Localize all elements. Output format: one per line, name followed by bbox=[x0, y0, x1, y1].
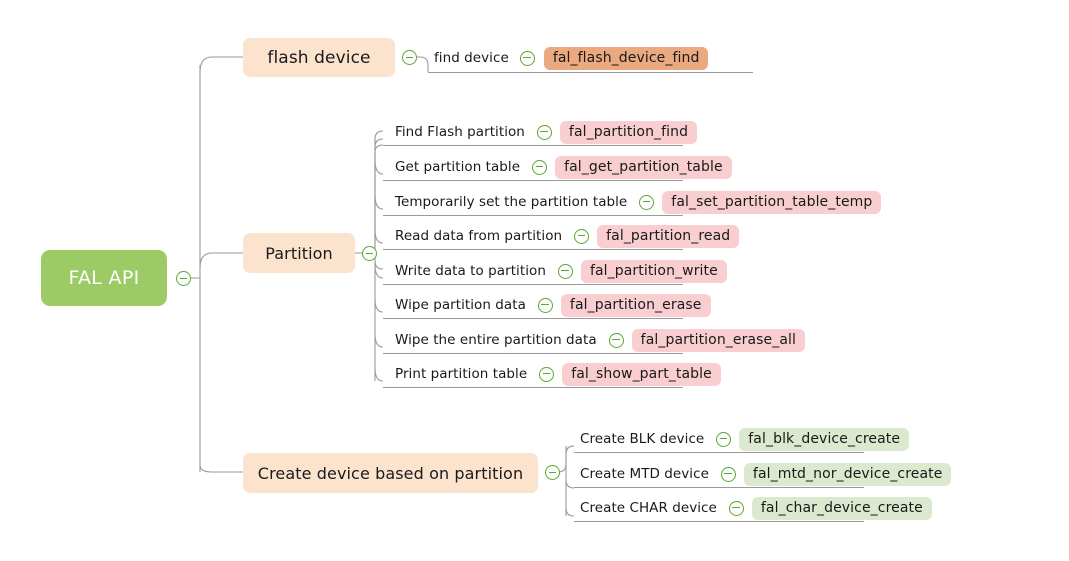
leaf-row-find-flash-partition[interactable]: Find Flash partition fal_partition_find bbox=[395, 118, 698, 146]
leaf-collapse-toggle-icon[interactable] bbox=[537, 297, 553, 313]
leaf-label: Get partition table bbox=[395, 159, 521, 175]
leaf-underline bbox=[574, 487, 864, 488]
api-tag[interactable]: fal_blk_device_create bbox=[739, 427, 910, 451]
branch-node-label: Create device based on partition bbox=[257, 463, 524, 483]
leaf-collapse-toggle-icon[interactable] bbox=[536, 124, 552, 140]
leaf-underline bbox=[383, 180, 683, 181]
leaf-label: Wipe the entire partition data bbox=[395, 332, 597, 348]
leaf-collapse-toggle-icon[interactable] bbox=[716, 431, 732, 447]
api-tag[interactable]: fal_partition_read bbox=[597, 224, 740, 248]
leaf-label: Create CHAR device bbox=[580, 500, 717, 516]
branch-node-label: flash device bbox=[267, 47, 371, 68]
api-tag[interactable]: fal_get_partition_table bbox=[555, 155, 732, 179]
leaf-collapse-toggle-icon[interactable] bbox=[639, 194, 655, 210]
branch-flash-device-collapse-toggle-icon[interactable] bbox=[402, 50, 417, 65]
leaf-label: Write data to partition bbox=[395, 263, 546, 279]
leaf-label: Create MTD device bbox=[580, 466, 709, 482]
leaf-row-wipe-the-entire-partition-data[interactable]: Wipe the entire partition data fal_parti… bbox=[395, 326, 806, 354]
leaf-underline bbox=[383, 215, 683, 216]
api-tag[interactable]: fal_flash_device_find bbox=[543, 46, 709, 70]
leaf-underline bbox=[383, 318, 683, 319]
leaf-collapse-toggle-icon[interactable] bbox=[720, 466, 736, 482]
leaf-collapse-toggle-icon[interactable] bbox=[532, 159, 548, 175]
branch-node-create-device-based-on-partition[interactable]: Create device based on partition bbox=[243, 453, 538, 493]
leaf-underline bbox=[383, 145, 683, 146]
leaf-row-wipe-partition-data[interactable]: Wipe partition data fal_partition_erase bbox=[395, 291, 711, 319]
branch-node-partition[interactable]: Partition bbox=[243, 233, 355, 273]
leaf-collapse-toggle-icon[interactable] bbox=[608, 332, 624, 348]
branch-create-device-collapse-toggle-icon[interactable] bbox=[545, 465, 560, 480]
leaf-underline bbox=[383, 353, 683, 354]
api-tag[interactable]: fal_partition_erase bbox=[560, 293, 711, 317]
leaf-row-create-char-device[interactable]: Create CHAR device fal_char_device_creat… bbox=[580, 494, 932, 522]
leaf-label: Create BLK device bbox=[580, 431, 705, 447]
leaf-underline bbox=[383, 284, 683, 285]
leaf-underline bbox=[574, 452, 864, 453]
leaf-underline bbox=[383, 249, 683, 250]
leaf-collapse-toggle-icon[interactable] bbox=[557, 263, 573, 279]
leaf-label: Wipe partition data bbox=[395, 297, 526, 313]
leaf-underline bbox=[428, 72, 753, 73]
leaf-row-temporarily-set-the-partition-table[interactable]: Temporarily set the partition table fal_… bbox=[395, 188, 882, 216]
leaf-underline bbox=[383, 387, 683, 388]
leaf-collapse-toggle-icon[interactable] bbox=[728, 500, 744, 516]
branch-node-label: Partition bbox=[265, 243, 333, 263]
leaf-label: find device bbox=[434, 50, 509, 66]
root-collapse-toggle-icon[interactable] bbox=[176, 271, 191, 286]
api-tag[interactable]: fal_mtd_nor_device_create bbox=[743, 462, 952, 486]
leaf-collapse-toggle-icon[interactable] bbox=[574, 228, 590, 244]
leaf-row-create-mtd-device[interactable]: Create MTD device fal_mtd_nor_device_cre… bbox=[580, 460, 952, 488]
leaf-collapse-toggle-icon[interactable] bbox=[539, 366, 555, 382]
leaf-label: Find Flash partition bbox=[395, 124, 525, 140]
api-tag[interactable]: fal_partition_erase_all bbox=[631, 328, 806, 352]
leaf-row-read-data-from-partition[interactable]: Read data from partition fal_partition_r… bbox=[395, 222, 740, 250]
leaf-row-write-data-to-partition[interactable]: Write data to partition fal_partition_wr… bbox=[395, 257, 727, 285]
root-node-label: FAL API bbox=[68, 267, 140, 289]
branch-node-flash-device[interactable]: flash device bbox=[243, 38, 395, 77]
leaf-label: Temporarily set the partition table bbox=[395, 194, 628, 210]
api-tag[interactable]: fal_char_device_create bbox=[751, 496, 932, 520]
branch-partition-collapse-toggle-icon[interactable] bbox=[362, 246, 377, 261]
api-tag[interactable]: fal_partition_write bbox=[580, 259, 727, 283]
root-node[interactable]: FAL API bbox=[41, 250, 167, 306]
leaf-row-get-partition-table[interactable]: Get partition table fal_get_partition_ta… bbox=[395, 153, 732, 181]
leaf-label: Print partition table bbox=[395, 366, 528, 382]
leaf-row-create-blk-device[interactable]: Create BLK device fal_blk_device_create bbox=[580, 425, 910, 453]
leaf-row-find-device[interactable]: find device fal_flash_device_find bbox=[434, 44, 709, 72]
leaf-row-print-partition-table[interactable]: Print partition table fal_show_part_tabl… bbox=[395, 360, 721, 388]
leaf-underline bbox=[574, 521, 864, 522]
api-tag[interactable]: fal_set_partition_table_temp bbox=[662, 190, 882, 214]
api-tag[interactable]: fal_show_part_table bbox=[562, 362, 721, 386]
leaf-collapse-toggle-icon[interactable] bbox=[519, 50, 535, 66]
leaf-label: Read data from partition bbox=[395, 228, 563, 244]
api-tag[interactable]: fal_partition_find bbox=[559, 120, 698, 144]
